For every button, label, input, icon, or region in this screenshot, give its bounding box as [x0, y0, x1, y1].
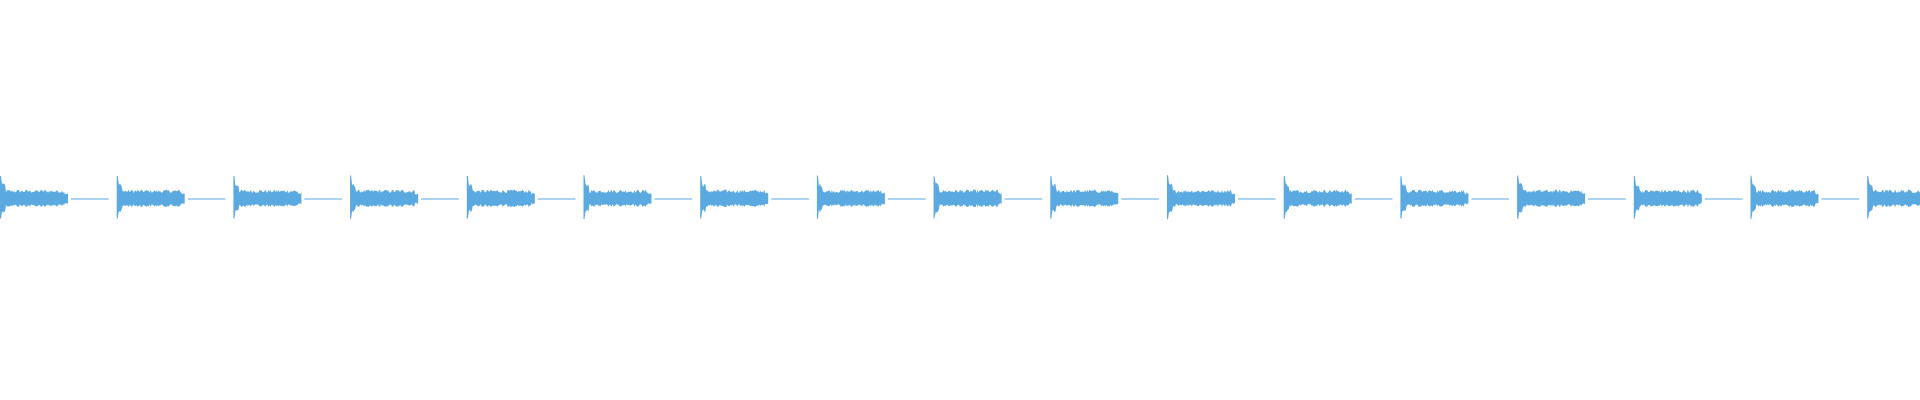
- waveform-pulse: [933, 175, 1043, 219]
- waveform-pulse-body: [1283, 175, 1352, 219]
- waveform-pulse: [0, 175, 109, 219]
- waveform-pulse-body: [350, 175, 419, 220]
- waveform-pulse-body: [466, 175, 535, 219]
- waveform-pulse-body: [233, 175, 302, 219]
- waveform-pulse: [466, 175, 576, 219]
- waveform-pulse: [816, 175, 926, 219]
- waveform-pulse: [1517, 175, 1626, 220]
- waveform-pulse: [233, 175, 343, 219]
- waveform-pulse-body: [116, 175, 185, 219]
- waveform-pulse-body: [1750, 175, 1819, 220]
- waveform-pulse: [1167, 175, 1276, 220]
- waveform-pulse-body: [1050, 175, 1119, 219]
- waveform-pulse-body: [1167, 175, 1235, 220]
- waveform-pulse: [1050, 175, 1159, 219]
- waveform-pulse: [350, 175, 459, 220]
- waveform-pulse-body: [0, 175, 68, 219]
- waveform-pulse: [1283, 175, 1393, 219]
- waveform-pulse-body: [933, 175, 1002, 219]
- waveform-pulse-body: [1633, 175, 1702, 219]
- waveform-pulse: [1400, 175, 1510, 219]
- waveform-pulse-body: [700, 175, 769, 219]
- waveform-pulse: [1633, 175, 1743, 219]
- waveform-pulse: [1867, 175, 1920, 219]
- waveform-pulse-body: [583, 175, 652, 220]
- waveform-pulse: [1750, 175, 1860, 220]
- waveform-pulse-body: [816, 175, 885, 219]
- waveform-pulse: [116, 175, 226, 219]
- waveform-pulse-body: [1517, 175, 1586, 220]
- waveform-pulse: [700, 175, 809, 219]
- waveform-pulse: [583, 175, 693, 220]
- waveform-pulse-body: [1400, 175, 1469, 219]
- waveform-pulse-body: [1867, 175, 1920, 219]
